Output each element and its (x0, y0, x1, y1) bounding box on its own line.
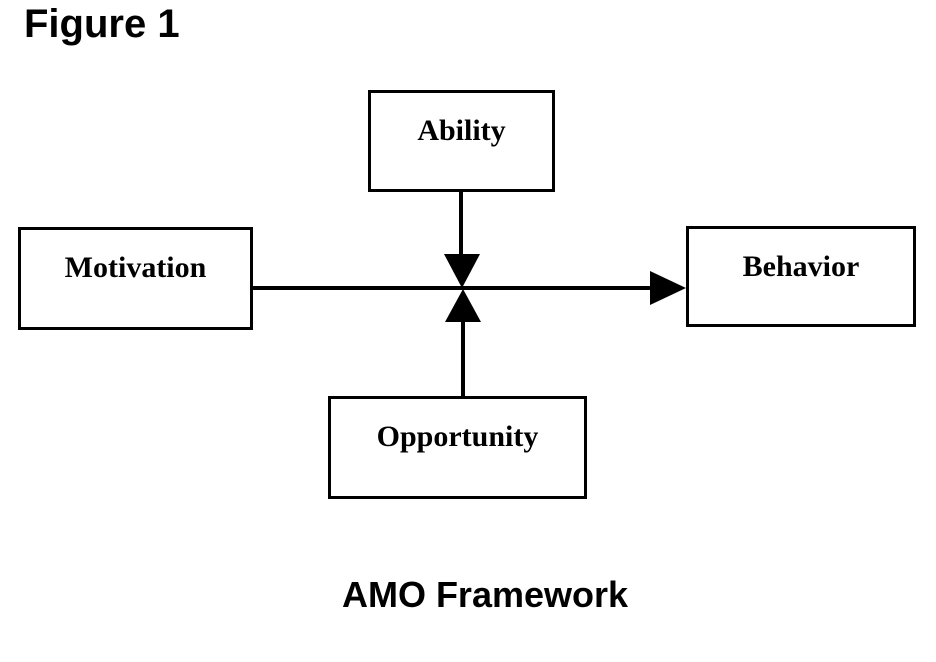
node-ability: Ability (368, 90, 555, 192)
down-arrowhead-icon (444, 254, 480, 288)
right-arrowhead-icon (650, 271, 686, 305)
figure-title: Figure 1 (24, 2, 180, 46)
node-motivation-label: Motivation (64, 251, 207, 284)
node-opportunity-label: Opportunity (376, 420, 539, 453)
node-ability-label: Ability (417, 114, 506, 147)
figure-caption: AMO Framework (341, 574, 629, 615)
node-behavior-label: Behavior (742, 250, 860, 283)
up-arrowhead-icon (445, 289, 481, 322)
node-behavior: Behavior (686, 226, 916, 327)
node-motivation: Motivation (18, 227, 253, 330)
node-opportunity: Opportunity (328, 396, 587, 499)
